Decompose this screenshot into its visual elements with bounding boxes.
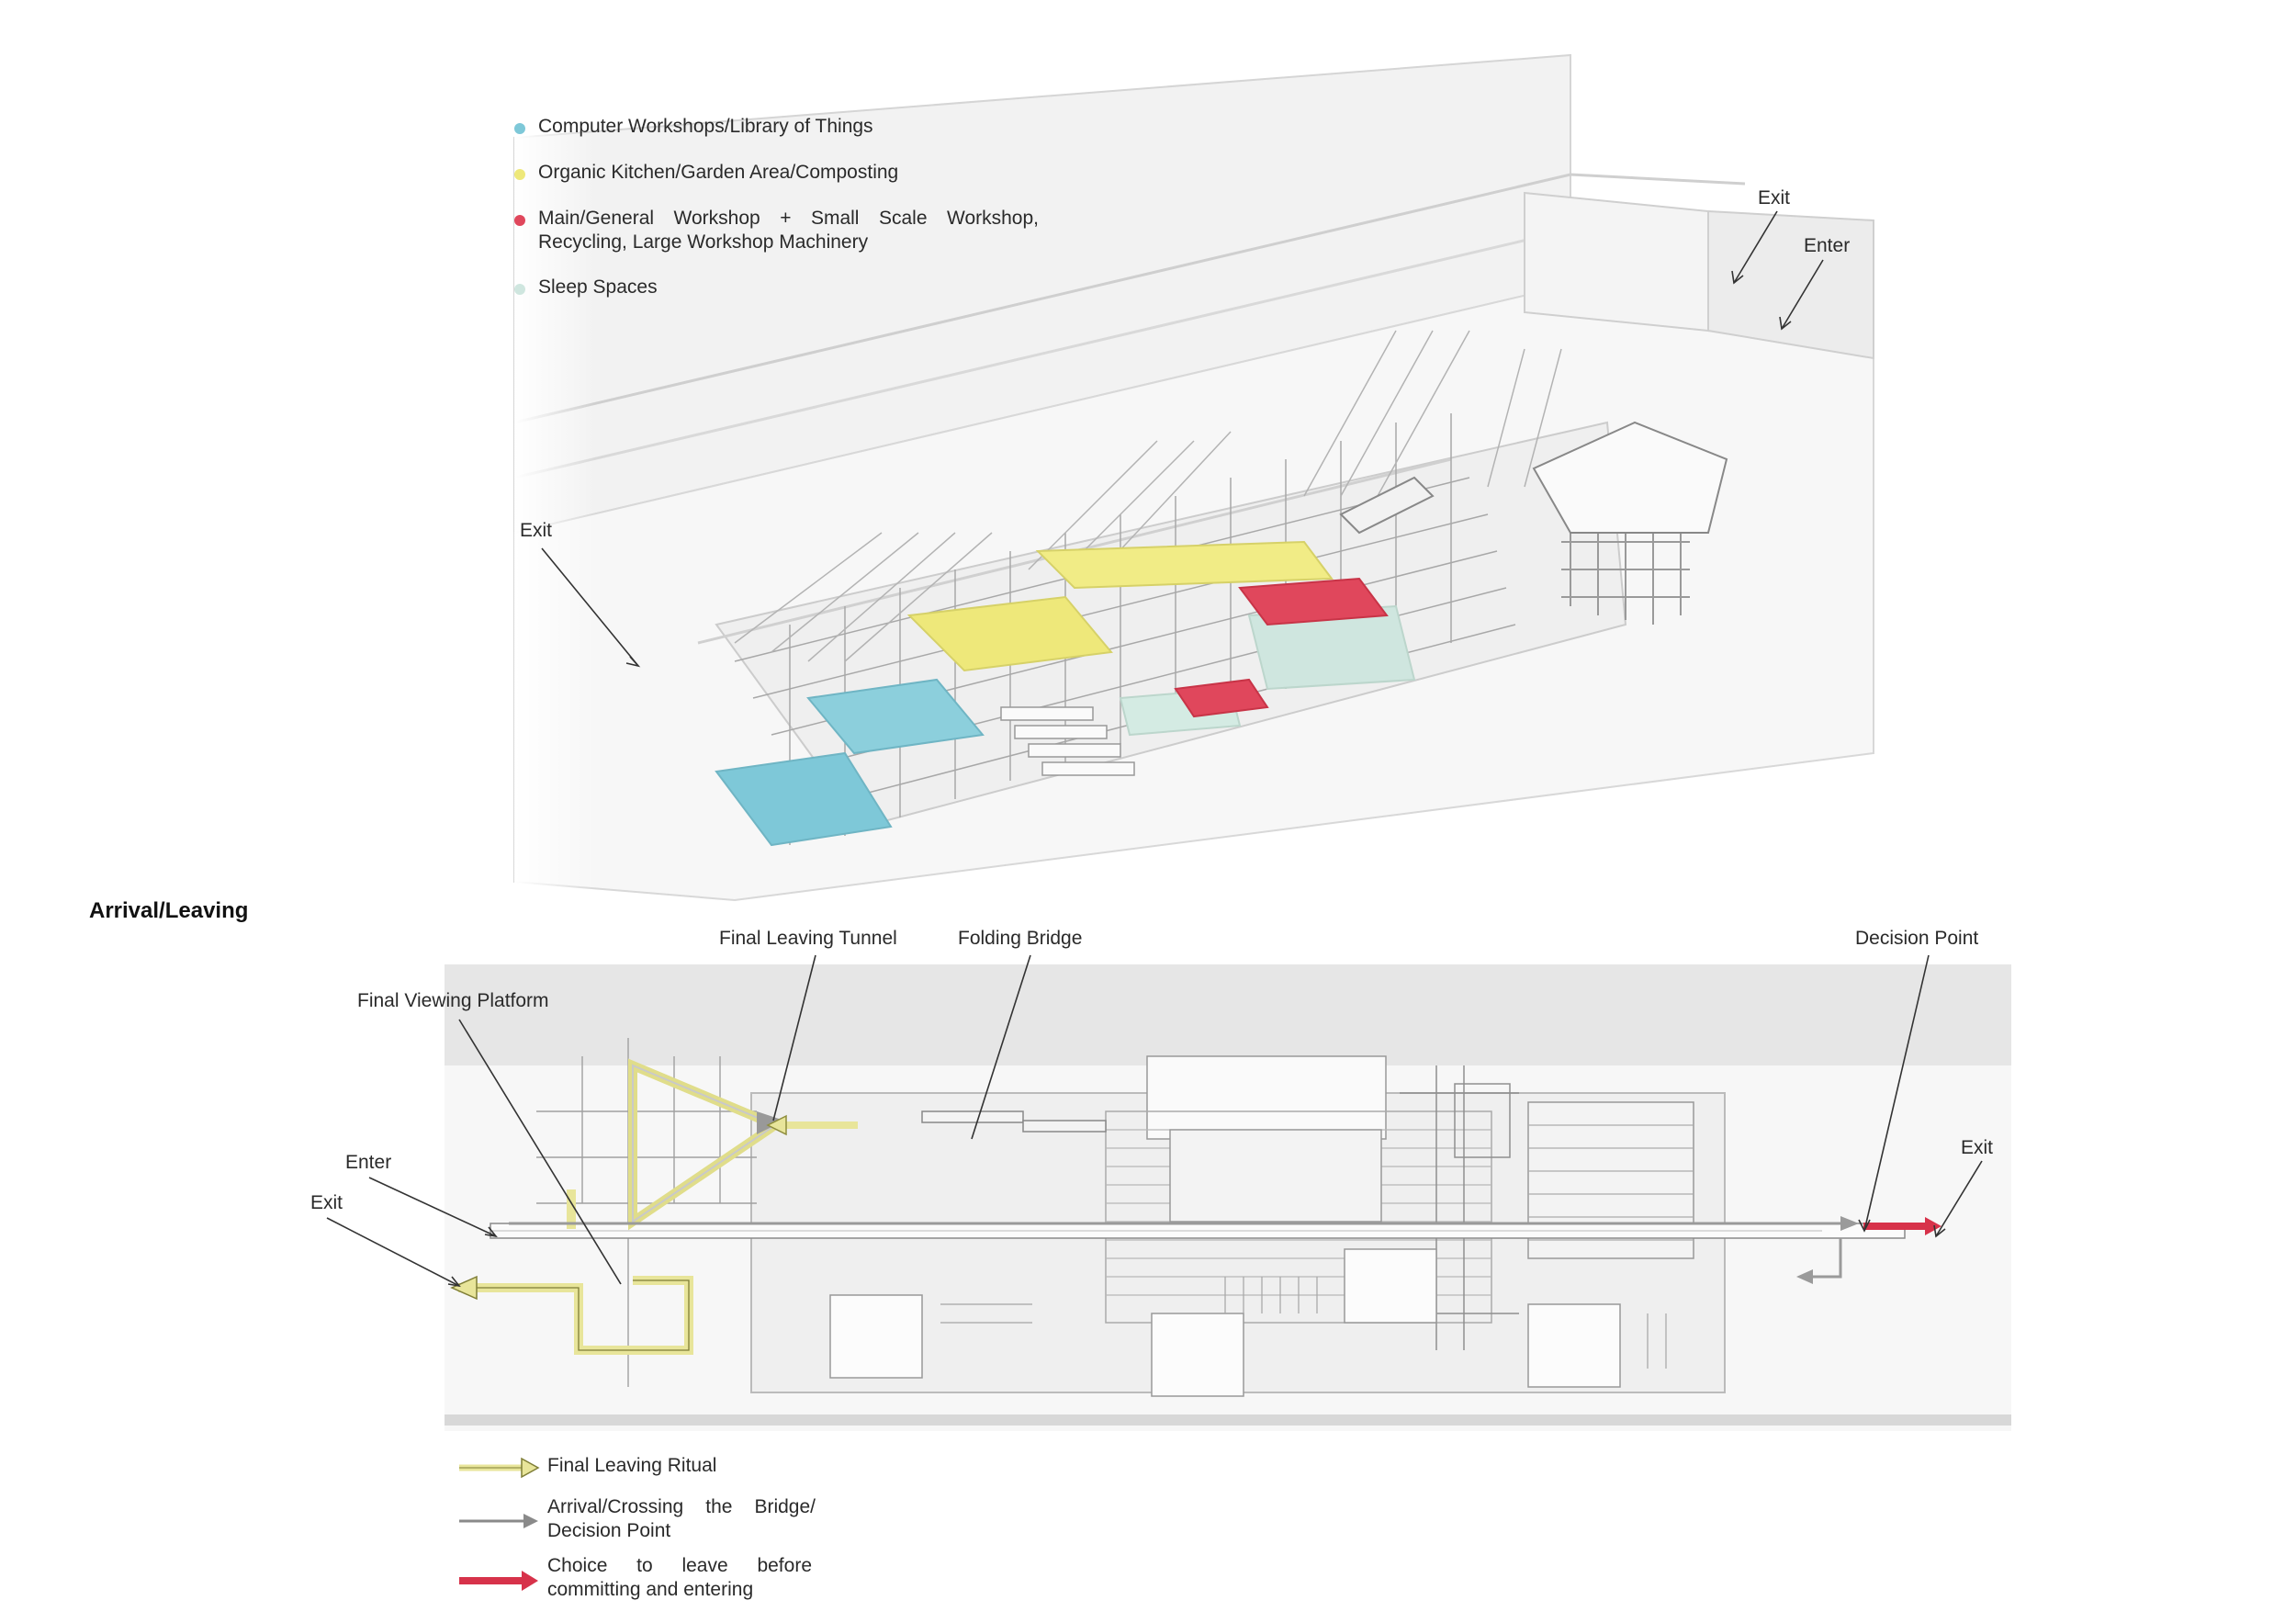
legend-final-leaving-ritual: Final Leaving Ritual (547, 1455, 717, 1476)
axon-exit-top-label: Exit (1758, 187, 1791, 209)
legend-dot-yellow (514, 169, 525, 180)
axonometric-drawing (513, 53, 1874, 909)
label-exit-right: Exit (1961, 1137, 1994, 1158)
legend-label: Organic Kitchen/Garden Area/Composting (538, 162, 899, 183)
plan-drawing (445, 964, 2011, 1431)
legend-label: Main/General Workshop + Small Scale Work… (538, 208, 1039, 253)
legend-label: Computer Workshops/Library of Things (538, 116, 873, 137)
legend-dot-blue (514, 123, 525, 134)
label-decision-point: Decision Point (1855, 928, 1979, 949)
legend-arrival-crossing: Arrival/Crossing the Bridge/ Decision Po… (547, 1496, 816, 1541)
legend-dot-mint (514, 284, 525, 295)
label-final-viewing-platform: Final Viewing Platform (357, 990, 549, 1011)
legend-choice-to-leave: Choice to leave before committing and en… (547, 1555, 812, 1600)
label-folding-bridge: Folding Bridge (958, 928, 1083, 949)
legend-item-organic-kitchen: Organic Kitchen/Garden Area/Composting (514, 161, 898, 185)
legend-item-computer-workshops: Computer Workshops/Library of Things (514, 115, 873, 139)
axon-enter-top-label: Enter (1804, 235, 1851, 256)
axon-exit-left-label: Exit (520, 520, 553, 541)
legend-label: Sleep Spaces (538, 276, 658, 298)
legend-item-sleep-spaces: Sleep Spaces (514, 276, 658, 299)
legend-item-main-workshop: Main/General Workshop + Small Scale Work… (514, 207, 1039, 254)
legend-yellow-arrow-icon (459, 1457, 540, 1479)
label-enter: Enter (345, 1152, 392, 1173)
section-title: Arrival/Leaving (89, 898, 249, 923)
legend-dot-red (514, 215, 525, 226)
label-final-leaving-tunnel: Final Leaving Tunnel (719, 928, 897, 949)
legend-grey-arrow-icon (459, 1514, 538, 1528)
legend-red-arrow-icon (459, 1571, 538, 1591)
label-exit-left: Exit (310, 1192, 343, 1213)
